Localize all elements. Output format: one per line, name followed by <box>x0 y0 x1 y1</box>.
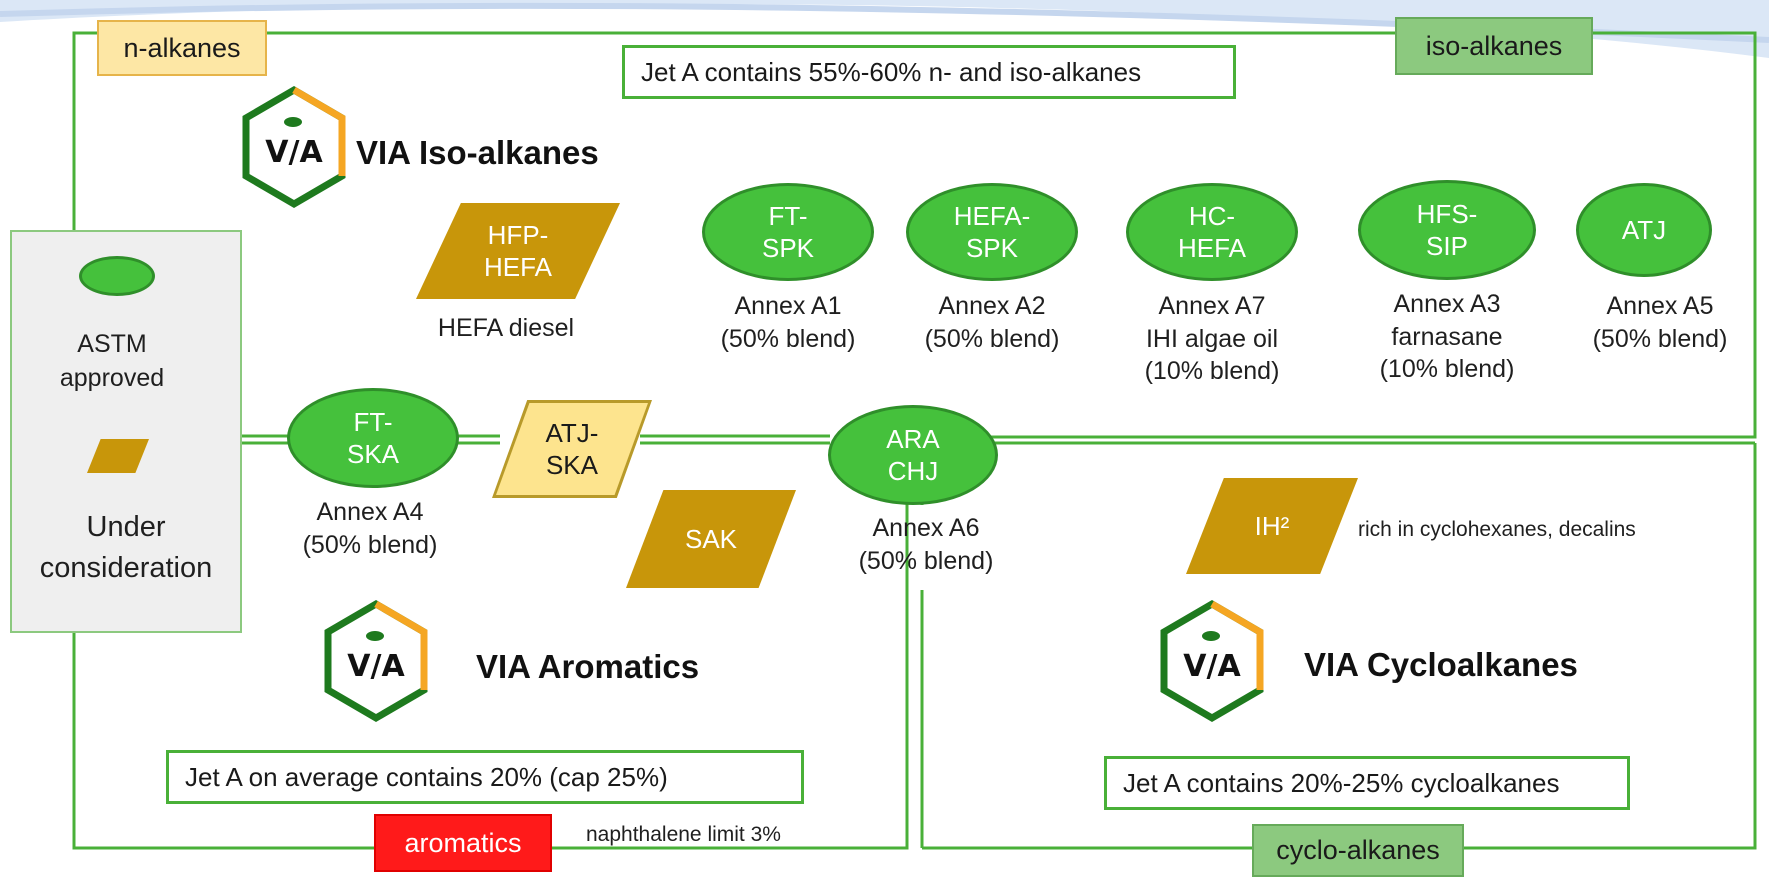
caption-ft-spk: Annex A1 (50% blend) <box>720 292 856 353</box>
top-composition-note: Jet A contains 55%-60% n- and iso-alkane… <box>622 45 1236 99</box>
aromatics-composition-note: Jet A on average contains 20% (cap 25%) <box>166 750 804 804</box>
n-alkanes-tag: n-alkanes <box>97 20 267 76</box>
via-logo-cyclo: V/A <box>1160 599 1264 723</box>
via-logo-iso-text: V/A <box>265 135 323 170</box>
via-logo-iso: V/A <box>242 85 346 209</box>
legend-under-consideration-label: Under consideration <box>39 511 213 584</box>
pathway-hefa-spk: HEFA- SPK <box>906 183 1078 281</box>
pathway-hc-hefa: HC- HEFA <box>1126 183 1298 281</box>
caption-ft-ska: Annex A4 (50% blend) <box>302 498 438 559</box>
legend-under-consideration-shape <box>87 439 149 473</box>
pathway-hfs-sip: HFS- SIP <box>1358 180 1536 280</box>
caption-ara-chj: Annex A6 (50% blend) <box>858 514 994 575</box>
via-logo-aromatics-text: V/A <box>347 649 405 684</box>
pathway-ft-ska: FT- SKA <box>287 388 459 488</box>
iso-alkanes-tag: iso-alkanes <box>1395 17 1593 75</box>
caption-hfs-sip: Annex A3 farnasane (10% blend) <box>1379 290 1515 383</box>
caption-hfp-hefa: HEFA diesel <box>437 314 575 342</box>
via-logo-aromatics: V/A <box>324 599 428 723</box>
naphthalene-limit-note: naphthalene limit 3% <box>586 823 781 846</box>
caption-atj: Annex A5 (50% blend) <box>1592 292 1728 353</box>
cyclo-composition-note: Jet A contains 20%-25% cycloalkanes <box>1104 756 1630 810</box>
heading-via-cycloalkanes: VIA Cycloalkanes <box>1304 646 1578 683</box>
via-logo-cyclo-text: V/A <box>1183 649 1241 684</box>
aromatics-tag: aromatics <box>374 814 552 872</box>
cyclo-alkanes-tag: cyclo-alkanes <box>1252 824 1464 877</box>
legend-box: ASTM approved Under consideration <box>10 230 242 633</box>
legend-approved-label: ASTM approved <box>59 330 165 392</box>
caption-hefa-spk: Annex A2 (50% blend) <box>924 292 1060 353</box>
heading-via-iso-alkanes: VIA Iso-alkanes <box>356 134 599 171</box>
pathway-atj: ATJ <box>1576 183 1712 277</box>
legend-approved-shape <box>79 256 155 296</box>
heading-via-aromatics: VIA Aromatics <box>476 648 700 685</box>
pathway-ft-spk: FT- SPK <box>702 183 874 281</box>
pathway-ara-chj: ARA CHJ <box>828 405 998 505</box>
ih2-description: rich in cyclohexanes, decalins <box>1358 518 1636 541</box>
caption-hc-hefa: Annex A7 IHI algae oil (10% blend) <box>1144 292 1280 385</box>
